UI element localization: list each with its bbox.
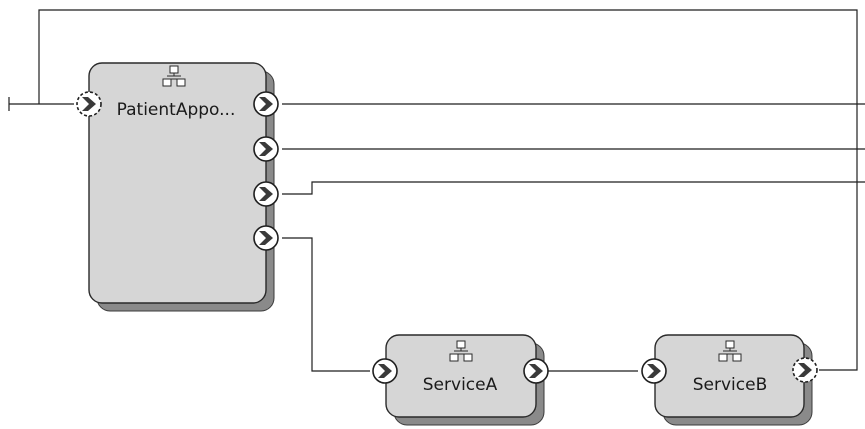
chevron-right-icon [259,97,273,111]
input-port-patient[interactable] [76,91,102,117]
connector-patient-out-3[interactable] [282,181,865,195]
chevron-right-icon [259,142,273,156]
node-label-serviceB: ServiceB [693,375,768,395]
node-label-patient: PatientAppo... [117,100,236,120]
chevron-right-icon [259,231,273,245]
input-port-serviceA[interactable] [372,358,398,384]
node-label-serviceA: ServiceA [423,375,498,395]
output-port-patient-2[interactable] [253,136,279,162]
connector-patient-to-serviceA[interactable] [282,237,370,372]
hierarchy-icon [718,340,742,362]
hierarchy-icon [449,340,473,362]
hierarchy-icon [162,65,186,87]
connector-serviceB-loopback[interactable] [38,9,858,371]
chevron-right-icon [798,363,812,377]
output-port-serviceB[interactable] [792,357,818,383]
connectors [8,9,865,372]
node-patient-body[interactable] [88,62,267,304]
chevron-right-icon [82,97,96,111]
chevron-right-icon [378,364,392,378]
node-patient[interactable]: PatientAppo... [76,62,279,312]
chevron-right-icon [259,187,273,201]
chevron-right-icon [647,364,661,378]
chevron-right-icon [529,364,543,378]
input-port-serviceB[interactable] [641,358,667,384]
node-serviceA[interactable]: ServiceA [372,334,549,426]
output-port-serviceA[interactable] [523,358,549,384]
output-port-patient-3[interactable] [253,181,279,207]
node-serviceB[interactable]: ServiceB [641,334,818,426]
output-port-patient-4[interactable] [253,225,279,251]
output-port-patient-1[interactable] [253,91,279,117]
